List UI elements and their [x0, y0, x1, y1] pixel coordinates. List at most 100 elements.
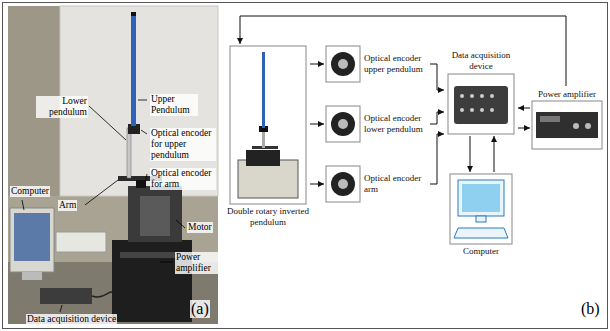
part-label: Optical encoder for arm: [150, 168, 216, 190]
leader-line: [22, 200, 24, 210]
signal-arrow: [310, 184, 324, 185]
figure-frame: [3, 3, 608, 329]
connector: [490, 94, 494, 98]
encoder-shaft: [338, 179, 348, 189]
leader-line: [89, 106, 126, 140]
leader-line: [60, 305, 62, 312]
node-caption: Optical encoder upper pendulum: [364, 53, 430, 75]
wall: [8, 6, 218, 324]
daq-box: Data acquisition device: [444, 48, 518, 136]
amplifier-knob: [573, 123, 579, 129]
monitor-stand: [22, 272, 42, 280]
signal-arrow: [430, 64, 444, 90]
keyboard: [454, 228, 508, 238]
signal-arrow: [494, 136, 495, 172]
icon-frame: [326, 166, 360, 202]
node-caption: Data acquisition device: [444, 48, 518, 72]
connector: [490, 108, 494, 112]
leader-line: [176, 220, 185, 228]
lower-pendulum: [262, 130, 265, 148]
motor: [140, 196, 170, 236]
node-caption: Power amplifier: [530, 86, 604, 100]
signal-arrow: [310, 124, 324, 125]
node-caption: Computer: [448, 246, 514, 257]
encoder-icon: [331, 52, 355, 76]
motor-block: [246, 150, 280, 166]
monitor: [458, 180, 504, 216]
computer-picture: [450, 174, 512, 244]
panel-letter: (b): [580, 300, 601, 318]
amplifier-display: [540, 116, 560, 122]
signal-arrow: [430, 134, 444, 184]
apparatus-box: Double rotary inverted pendulum: [226, 44, 310, 228]
computer-monitor: [10, 208, 54, 272]
part-label: Lower pendulum: [36, 96, 88, 118]
part-label: Optical encoder for upper pendulum: [150, 128, 216, 161]
connector: [480, 94, 484, 98]
node-caption: Optical encoder arm: [364, 173, 430, 195]
daq-board: [40, 288, 92, 304]
icon-frame: [326, 46, 360, 82]
signal-arrow: [240, 16, 566, 86]
monitor-stand: [476, 216, 486, 222]
leader-line: [141, 130, 147, 134]
icon-frame: [532, 101, 602, 149]
part-label: Upper Pendulum: [150, 94, 198, 116]
upper-pendulum: [262, 52, 265, 128]
lab-device: [56, 232, 106, 252]
leader-line: [146, 174, 147, 180]
upper-pendulum: [131, 14, 136, 126]
connector: [460, 108, 464, 112]
part-label: Power amplifier: [175, 252, 218, 274]
encoder-shaft: [338, 119, 348, 129]
panel-letter: (a): [190, 300, 210, 318]
monitor-screen: [14, 213, 50, 261]
leader-line: [85, 180, 118, 205]
picture-frame: [230, 46, 306, 204]
signal-arrow: [470, 136, 471, 172]
encoder-box: Optical encoder upper pendulum: [324, 44, 430, 84]
screen: [462, 184, 500, 212]
photo: [8, 6, 218, 324]
daq-device: [454, 86, 508, 124]
amplifier-knob: [585, 123, 591, 129]
signal-arrow: [430, 112, 444, 124]
motor-frame: [128, 186, 182, 242]
part-label: Arm: [58, 200, 77, 211]
part-label: Computer: [10, 186, 50, 197]
signal-arrow: [518, 128, 530, 129]
signal-arrow: [518, 108, 530, 109]
lower-pendulum: [127, 128, 131, 178]
icon-frame: [450, 174, 512, 244]
amplifier-picture: [532, 101, 602, 149]
encoder-icons: [326, 46, 360, 202]
icon-frame: [448, 74, 514, 134]
amplifier-device: [536, 112, 598, 138]
encoder-icon: [331, 112, 355, 136]
arm-encoder: [136, 180, 146, 188]
encoder-shaft: [338, 59, 348, 69]
encoder-box: Optical encoder lower pendulum: [324, 104, 430, 144]
computer-box: Computer: [448, 172, 514, 257]
part-label: Data acquisition device: [26, 314, 117, 325]
connector: [470, 94, 474, 98]
amplifier-box: Power amplifier: [530, 86, 604, 150]
pendulum-picture: [230, 46, 306, 204]
daq-picture: [448, 74, 514, 134]
pendulum-tip: [131, 12, 136, 16]
encoder-box: Optical encoder arm: [324, 164, 430, 204]
node-caption: Optical encoder lower pendulum: [364, 113, 430, 135]
connector: [470, 108, 474, 112]
leader-line: [160, 262, 173, 263]
connector: [460, 94, 464, 98]
encoder-icon: [331, 172, 355, 196]
signal-arrow: [310, 64, 324, 65]
icon-frame: [326, 106, 360, 142]
leader-line: [138, 100, 147, 101]
part-label: Motor: [187, 222, 213, 233]
connector: [480, 108, 484, 112]
cable: [92, 292, 114, 297]
node-caption: Double rotary inverted pendulum: [226, 206, 310, 228]
